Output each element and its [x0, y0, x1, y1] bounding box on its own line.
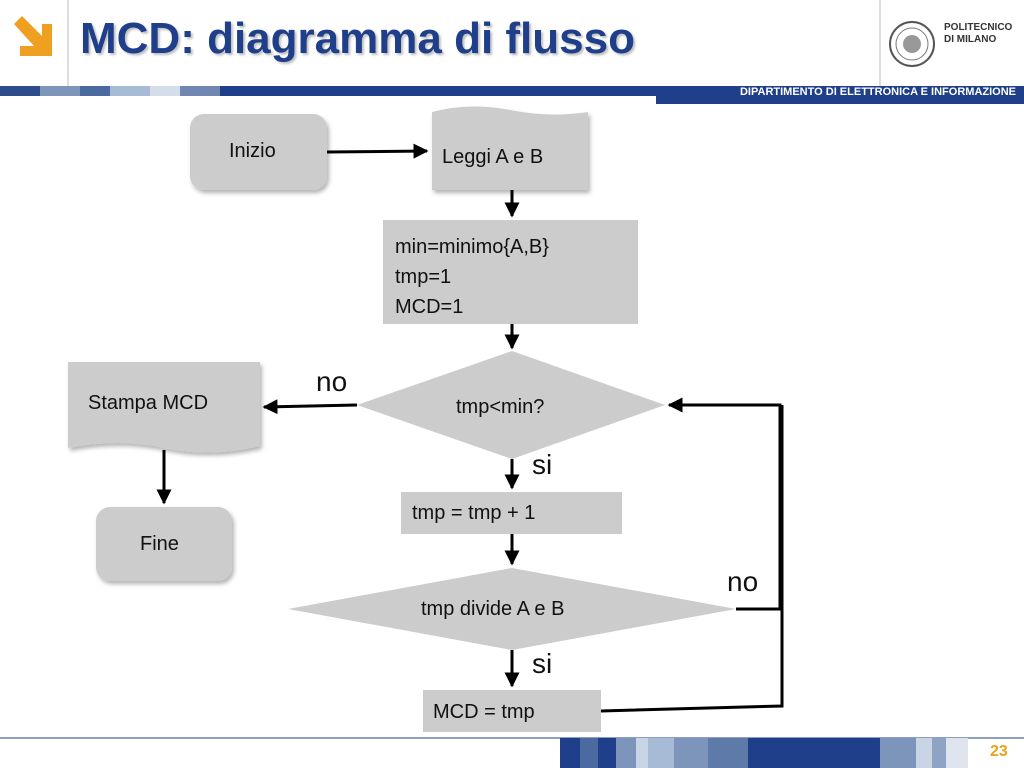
arrow-start-to-read [326, 143, 429, 159]
init-label: min=minimo{A,B} tmp=1 MCD=1 [395, 232, 549, 322]
condition-2-label: tmp divide A e B [421, 598, 565, 620]
increment-process-box [401, 492, 622, 534]
condition-1-yes-label: si [532, 449, 553, 480]
logo-line-2: DI MILANO [944, 34, 997, 45]
arrow-cond1-no [262, 399, 358, 415]
footer-band [560, 738, 968, 768]
init-process-box [383, 220, 638, 324]
init-line-3: MCD=1 [395, 296, 464, 318]
department-band [656, 86, 1024, 104]
start-terminal [190, 114, 327, 190]
politecnico-seal-icon [889, 21, 935, 67]
arrow-down-right-icon [14, 16, 52, 56]
end-label: Fine [140, 533, 179, 555]
logo-text: POLITECNICO DI MILANO [944, 22, 1014, 46]
page-number: 23 [990, 743, 1008, 760]
end-terminal [96, 507, 232, 581]
assign-label: MCD = tmp [433, 701, 535, 723]
arrow-cond2-no-loop [667, 397, 782, 611]
init-line-2: tmp=1 [395, 266, 452, 288]
page-title: MCD: diagramma di flusso [80, 14, 635, 63]
read-label: Leggi A e B [442, 146, 544, 168]
condition-2-no-label: no [727, 566, 759, 597]
condition-2-yes-label: si [532, 648, 553, 679]
condition-1-label: tmp<min? [456, 396, 545, 418]
condition-1-no-label: no [316, 366, 348, 397]
department-label: DIPARTIMENTO DI ELETTRONICA E INFORMAZIO… [739, 86, 1016, 98]
start-label: Inizio [229, 140, 276, 162]
read-input-shape [432, 106, 588, 190]
condition-2-diamond [288, 568, 736, 650]
condition-1-diamond [357, 351, 665, 459]
header-band [0, 86, 1024, 96]
print-output-shape [68, 362, 260, 453]
print-label: Stampa MCD [88, 392, 209, 414]
init-line-1: min=minimo{A,B} [395, 236, 549, 258]
logo-line-1: POLITECNICO [944, 22, 1013, 33]
increment-label: tmp = tmp + 1 [412, 502, 536, 524]
assign-process-box [423, 690, 601, 732]
arrow-assign-loop [600, 405, 784, 713]
